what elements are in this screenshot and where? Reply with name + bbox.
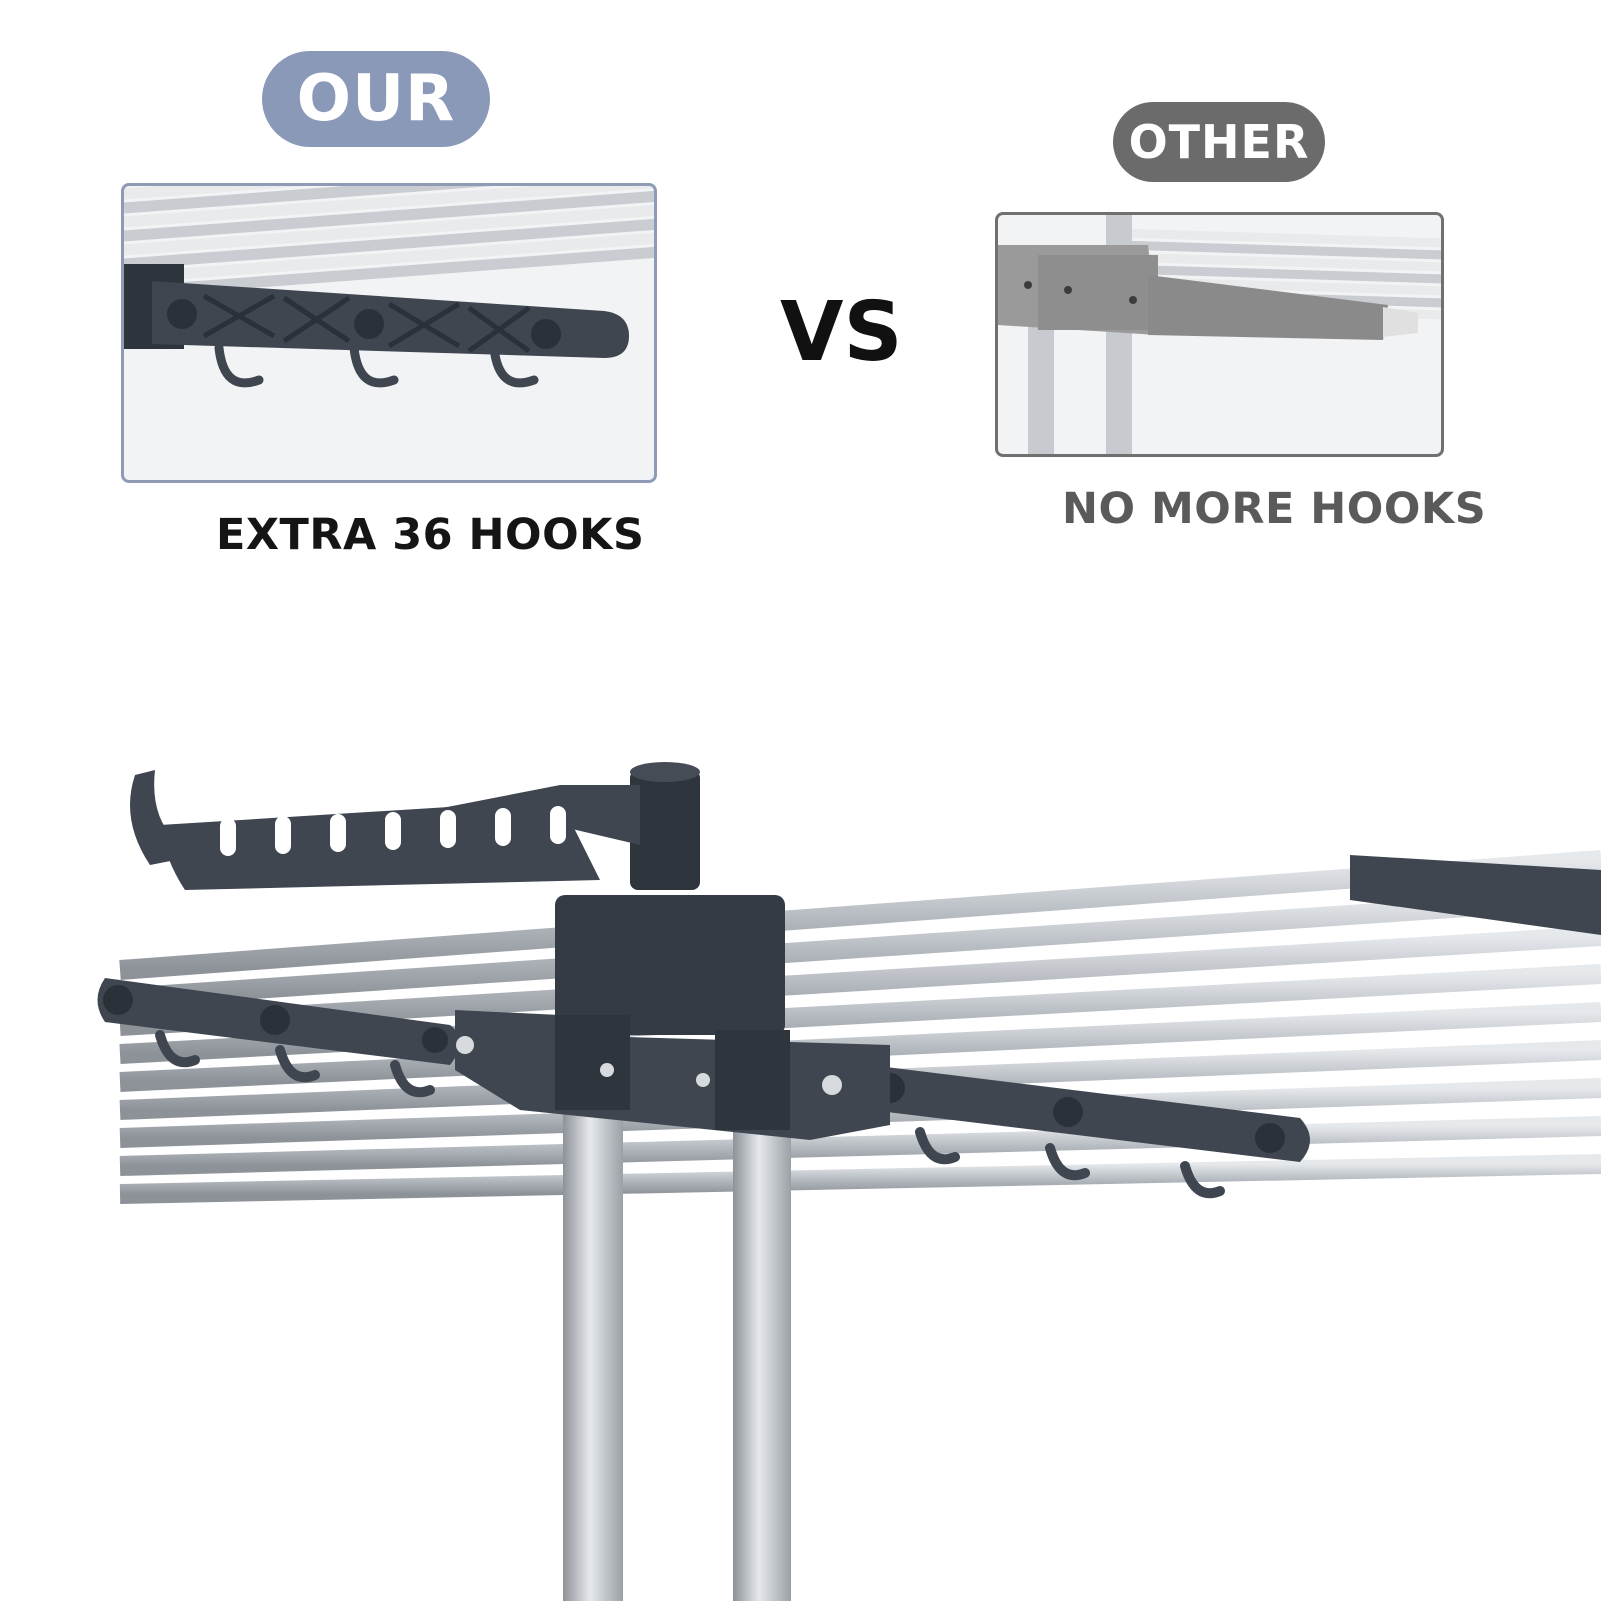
- right-pole: [733, 1110, 791, 1601]
- arm-hook-slot: [440, 810, 456, 848]
- folding-hook-arm: [130, 762, 700, 890]
- our-badge: OUR: [262, 51, 490, 147]
- arm-hook-slot: [220, 818, 236, 856]
- arm-hook-slot: [330, 814, 346, 852]
- rack-rods: [119, 850, 1601, 1204]
- other-bracket-photo: [995, 212, 1444, 457]
- plain-bracket-illustration: [998, 215, 1441, 454]
- our-caption: EXTRA 36 HOOKS: [216, 510, 645, 560]
- hook-bar-illustration: [124, 186, 654, 388]
- arm-hook-slot: [550, 806, 566, 844]
- arm-hook-slot: [275, 816, 291, 854]
- arm-hook-slot: [495, 808, 511, 846]
- other-caption: NO MORE HOOKS: [1062, 484, 1487, 534]
- left-hook-bar: [97, 978, 460, 1098]
- center-joint: [455, 895, 890, 1140]
- arm-hook-slot: [385, 812, 401, 850]
- left-pole: [563, 1110, 623, 1601]
- versus-label: VS: [780, 285, 903, 380]
- other-badge: OTHER: [1113, 102, 1325, 182]
- our-hook-bar-photo: [121, 183, 657, 483]
- drying-rack-photo: [97, 762, 1601, 1601]
